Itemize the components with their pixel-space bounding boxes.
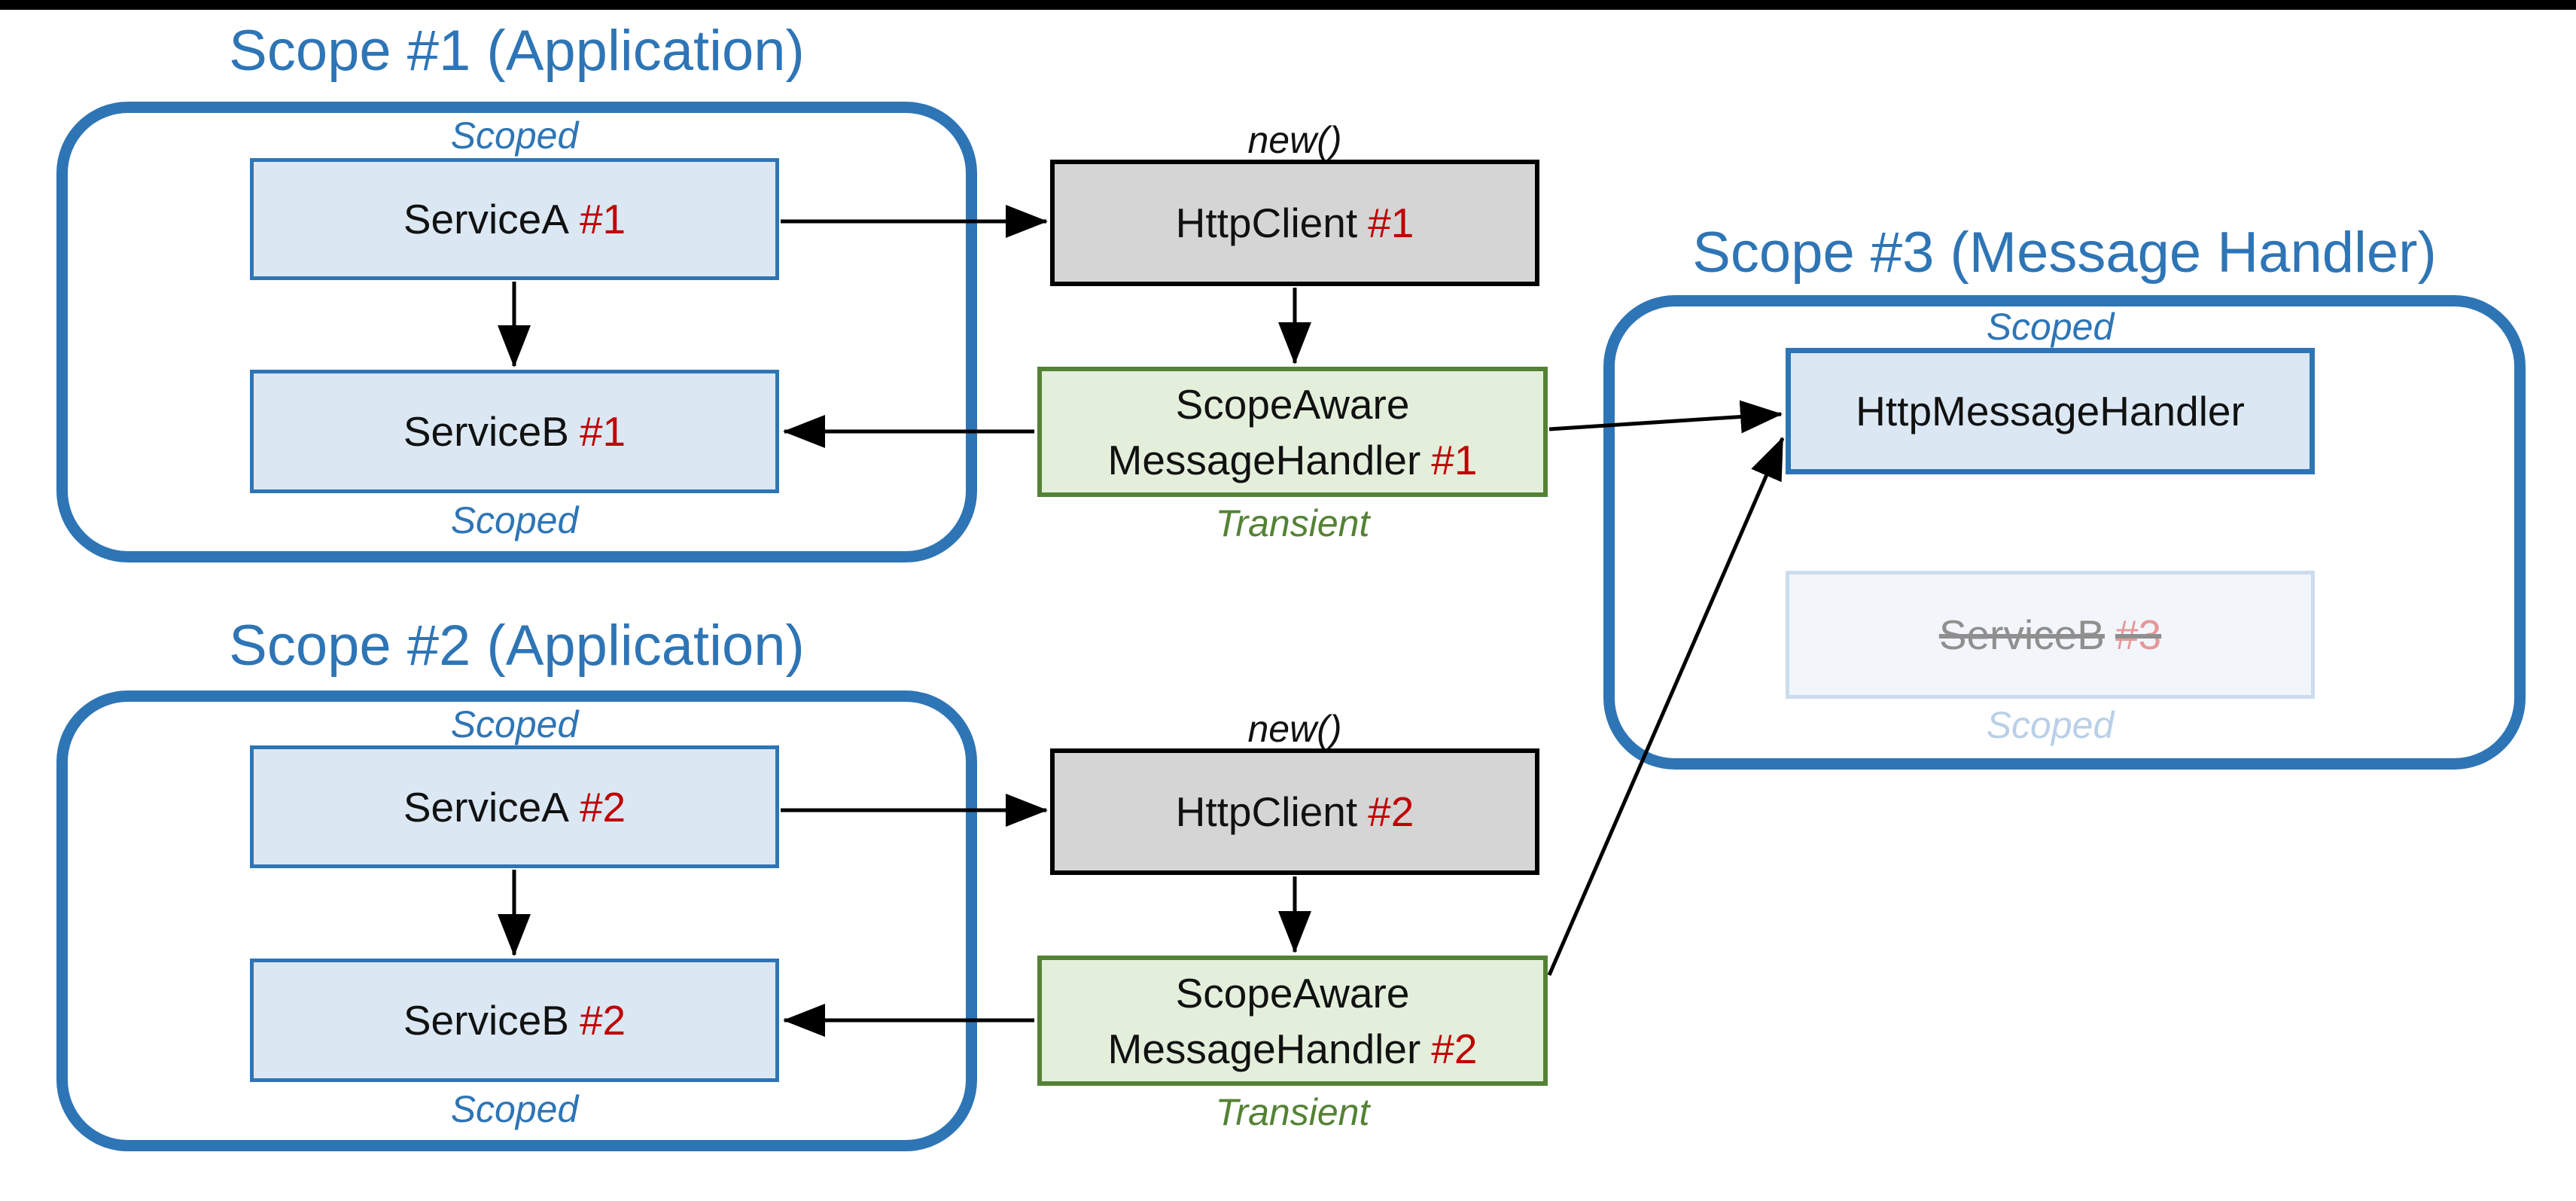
scope3-scoped-top-label: Scoped (1986, 306, 2115, 348)
httpclient1-label: HttpClient (1175, 200, 1358, 246)
node-scopeaware-handler1: ScopeAware MessageHandler#1 (1037, 367, 1548, 497)
top-black-bar (0, 0, 2576, 10)
handler2-line1: ScopeAware (1175, 969, 1410, 1017)
httpclient2-instance: #2 (1368, 788, 1414, 835)
serviceA2-instance: #2 (579, 783, 626, 831)
httpclient1-new-label: new() (1247, 119, 1342, 161)
httpclient1-instance: #1 (1368, 200, 1414, 246)
node-serviceB3-disposed: ServiceB#3 (1786, 571, 2315, 699)
scope2-boundary (56, 690, 977, 1151)
handler1-transient-label: Transient (1215, 502, 1370, 544)
serviceB2-instance: #2 (579, 997, 626, 1044)
handler2-instance: #2 (1431, 1025, 1478, 1072)
serviceB2-label: ServiceB (403, 997, 569, 1044)
serviceB1-label: ServiceB (403, 408, 569, 455)
scope3-title: Scope #3 (Message Handler) (1692, 221, 2437, 285)
scope3-scoped-faded-label: Scoped (1986, 704, 2115, 746)
handler2-transient-label: Transient (1215, 1091, 1370, 1133)
serviceB3-struck-text: ServiceB#3 (1939, 611, 2161, 659)
node-serviceB1: ServiceB #1 (250, 370, 779, 493)
httpclient2-new-label: new() (1247, 708, 1342, 750)
handler1-instance: #1 (1431, 436, 1478, 483)
scope1-title: Scope #1 (Application) (229, 19, 805, 83)
httpmessagehandler-label: HttpMessageHandler (1856, 388, 2245, 434)
scope2-scoped-top-label: Scoped (450, 703, 579, 745)
serviceB1-instance: #1 (579, 408, 626, 455)
scope2-title: Scope #2 (Application) (229, 614, 805, 678)
scope1-boundary (56, 102, 977, 562)
httpclient2-label: HttpClient (1175, 788, 1358, 835)
serviceB3-label: ServiceB (1938, 611, 2105, 658)
serviceA1-label: ServiceA (403, 196, 569, 242)
scope1-scoped-top-label: Scoped (450, 114, 579, 157)
scope2-scoped-bottom-label: Scoped (450, 1088, 579, 1130)
serviceA2-label: ServiceA (403, 783, 569, 831)
serviceA1-instance: #1 (579, 196, 626, 242)
node-serviceA2: ServiceA #2 (250, 745, 779, 868)
handler1-line1: ScopeAware (1175, 380, 1410, 428)
node-httpclient1: HttpClient #1 (1050, 160, 1539, 286)
node-serviceA1: ServiceA #1 (250, 158, 779, 280)
node-httpclient2: HttpClient #2 (1050, 748, 1539, 875)
handler1-line2: MessageHandler#1 (1107, 436, 1478, 483)
node-httpmessagehandler: HttpMessageHandler (1786, 348, 2315, 474)
serviceB3-instance: #3 (2115, 611, 2162, 658)
node-serviceB2: ServiceB #2 (250, 959, 779, 1082)
scope1-scoped-bottom-label: Scoped (450, 499, 579, 541)
handler2-line2: MessageHandler#2 (1107, 1025, 1478, 1072)
node-scopeaware-handler2: ScopeAware MessageHandler#2 (1037, 956, 1548, 1086)
